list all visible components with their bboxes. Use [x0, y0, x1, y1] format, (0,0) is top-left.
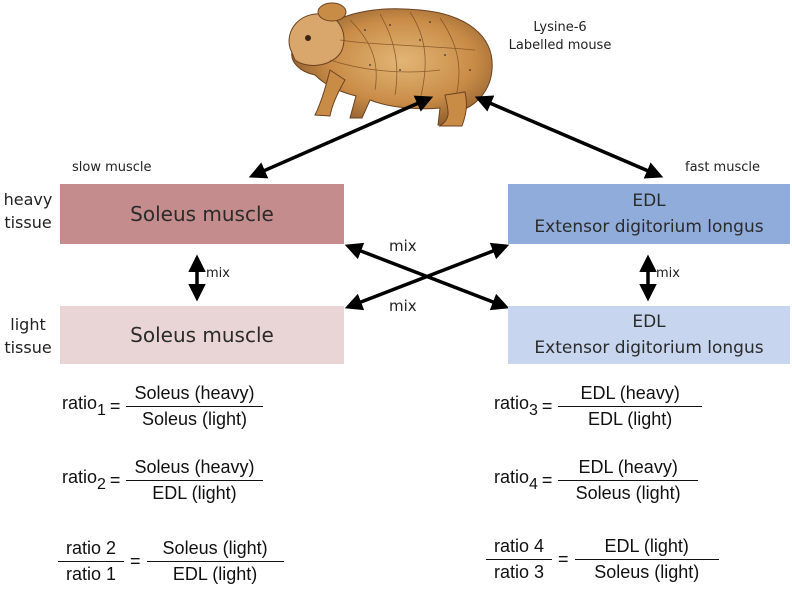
- light-tissue-line2: tissue: [4, 338, 52, 357]
- light-tissue-line1: light: [10, 315, 46, 334]
- ratio-1-equals: =: [109, 396, 121, 416]
- soleus-heavy-box: Soleus muscle: [60, 184, 344, 244]
- quotient-right-lhs-numerator: ratio 4: [486, 536, 553, 560]
- formula-ratio-2: ratio2 = Soleus (heavy) EDL (light): [62, 457, 263, 504]
- ratio-4-numerator: EDL (heavy): [558, 457, 698, 481]
- mix-label-left: mix: [206, 266, 230, 281]
- ratio-3-name: ratio: [494, 393, 530, 413]
- heavy-tissue-label: heavy tissue: [0, 188, 56, 234]
- mix-label-cross-bottom: mix: [389, 297, 417, 315]
- edl-heavy-text-line2: Extensor digitorium longus: [534, 217, 764, 237]
- heavy-tissue-line1: heavy: [3, 190, 53, 209]
- formula-quotient-right: ratio 4 ratio 3 = EDL (light) Soleus (li…: [486, 536, 719, 583]
- fast-muscle-label: fast muscle: [685, 160, 760, 175]
- formula-ratio-4: ratio4 = EDL (heavy) Soleus (light): [494, 457, 698, 504]
- soleus-light-box: Soleus muscle: [60, 306, 344, 364]
- mouse-label: Lysine-6 Labelled mouse: [500, 19, 620, 55]
- quotient-right-equals: =: [558, 549, 569, 569]
- ratio-3-numerator: EDL (heavy): [558, 383, 702, 407]
- ratio-1-sub: 1: [97, 402, 106, 419]
- ratio-3-equals: =: [541, 396, 553, 416]
- ratio-2-equals: =: [109, 470, 121, 490]
- mix-label-cross-top: mix: [389, 237, 417, 255]
- quotient-left-equals: =: [130, 551, 141, 571]
- quotient-right-numerator: EDL (light): [574, 536, 719, 560]
- formula-ratio-1: ratio1 = Soleus (heavy) Soleus (light): [62, 383, 263, 430]
- quotient-right-lhs-denominator: ratio 3: [494, 562, 545, 582]
- quotient-left-denominator: EDL (light): [172, 564, 258, 584]
- ratio-2-numerator: Soleus (heavy): [126, 457, 263, 481]
- ratio-4-equals: =: [541, 470, 553, 490]
- ratio-1-name: ratio: [62, 393, 98, 413]
- ratio-2-sub: 2: [97, 476, 106, 493]
- quotient-left-lhs-denominator: ratio 1: [66, 564, 117, 584]
- ratio-4-sub: 4: [529, 476, 538, 493]
- quotient-left-numerator: Soleus (light): [146, 538, 284, 562]
- edl-light-text-line2: Extensor digitorium longus: [534, 338, 764, 358]
- ratio-2-denominator: EDL (light): [152, 483, 237, 503]
- edl-light-text-line1: EDL: [632, 312, 666, 332]
- heavy-tissue-line2: tissue: [4, 213, 52, 232]
- formula-ratio-3: ratio3 = EDL (heavy) EDL (light): [494, 383, 702, 430]
- edl-light-box: EDL Extensor digitorium longus: [508, 306, 790, 364]
- ratio-1-numerator: Soleus (heavy): [126, 383, 263, 407]
- quotient-right-denominator: Soleus (light): [594, 562, 700, 582]
- mouse-label-line2: Labelled mouse: [508, 38, 612, 53]
- mouse-anatomy-illustration: [288, 2, 493, 127]
- soleus-light-text: Soleus muscle: [130, 323, 274, 347]
- ratio-4-denominator: Soleus (light): [575, 483, 681, 503]
- slow-muscle-label: slow muscle: [72, 160, 152, 175]
- formula-quotient-left: ratio 2 ratio 1 = Soleus (light) EDL (li…: [58, 538, 284, 585]
- quotient-left-lhs-numerator: ratio 2: [58, 538, 125, 562]
- arrow-mouse-to-edl: [474, 95, 664, 179]
- soleus-heavy-text: Soleus muscle: [130, 202, 274, 226]
- ratio-4-name: ratio: [494, 467, 530, 487]
- edl-heavy-box: EDL Extensor digitorium longus: [508, 184, 790, 244]
- mix-label-right: mix: [656, 266, 680, 281]
- mouse-label-line1: Lysine-6: [533, 20, 587, 35]
- ratio-3-denominator: EDL (light): [587, 409, 673, 429]
- edl-heavy-text-line1: EDL: [632, 191, 666, 211]
- ratio-3-sub: 3: [529, 402, 538, 419]
- arrow-cross-up: [344, 242, 510, 311]
- ratio-1-denominator: Soleus (light): [141, 409, 247, 429]
- ratio-2-name: ratio: [62, 467, 98, 487]
- arrow-mouse-to-soleus: [248, 95, 434, 179]
- light-tissue-label: light tissue: [0, 313, 56, 359]
